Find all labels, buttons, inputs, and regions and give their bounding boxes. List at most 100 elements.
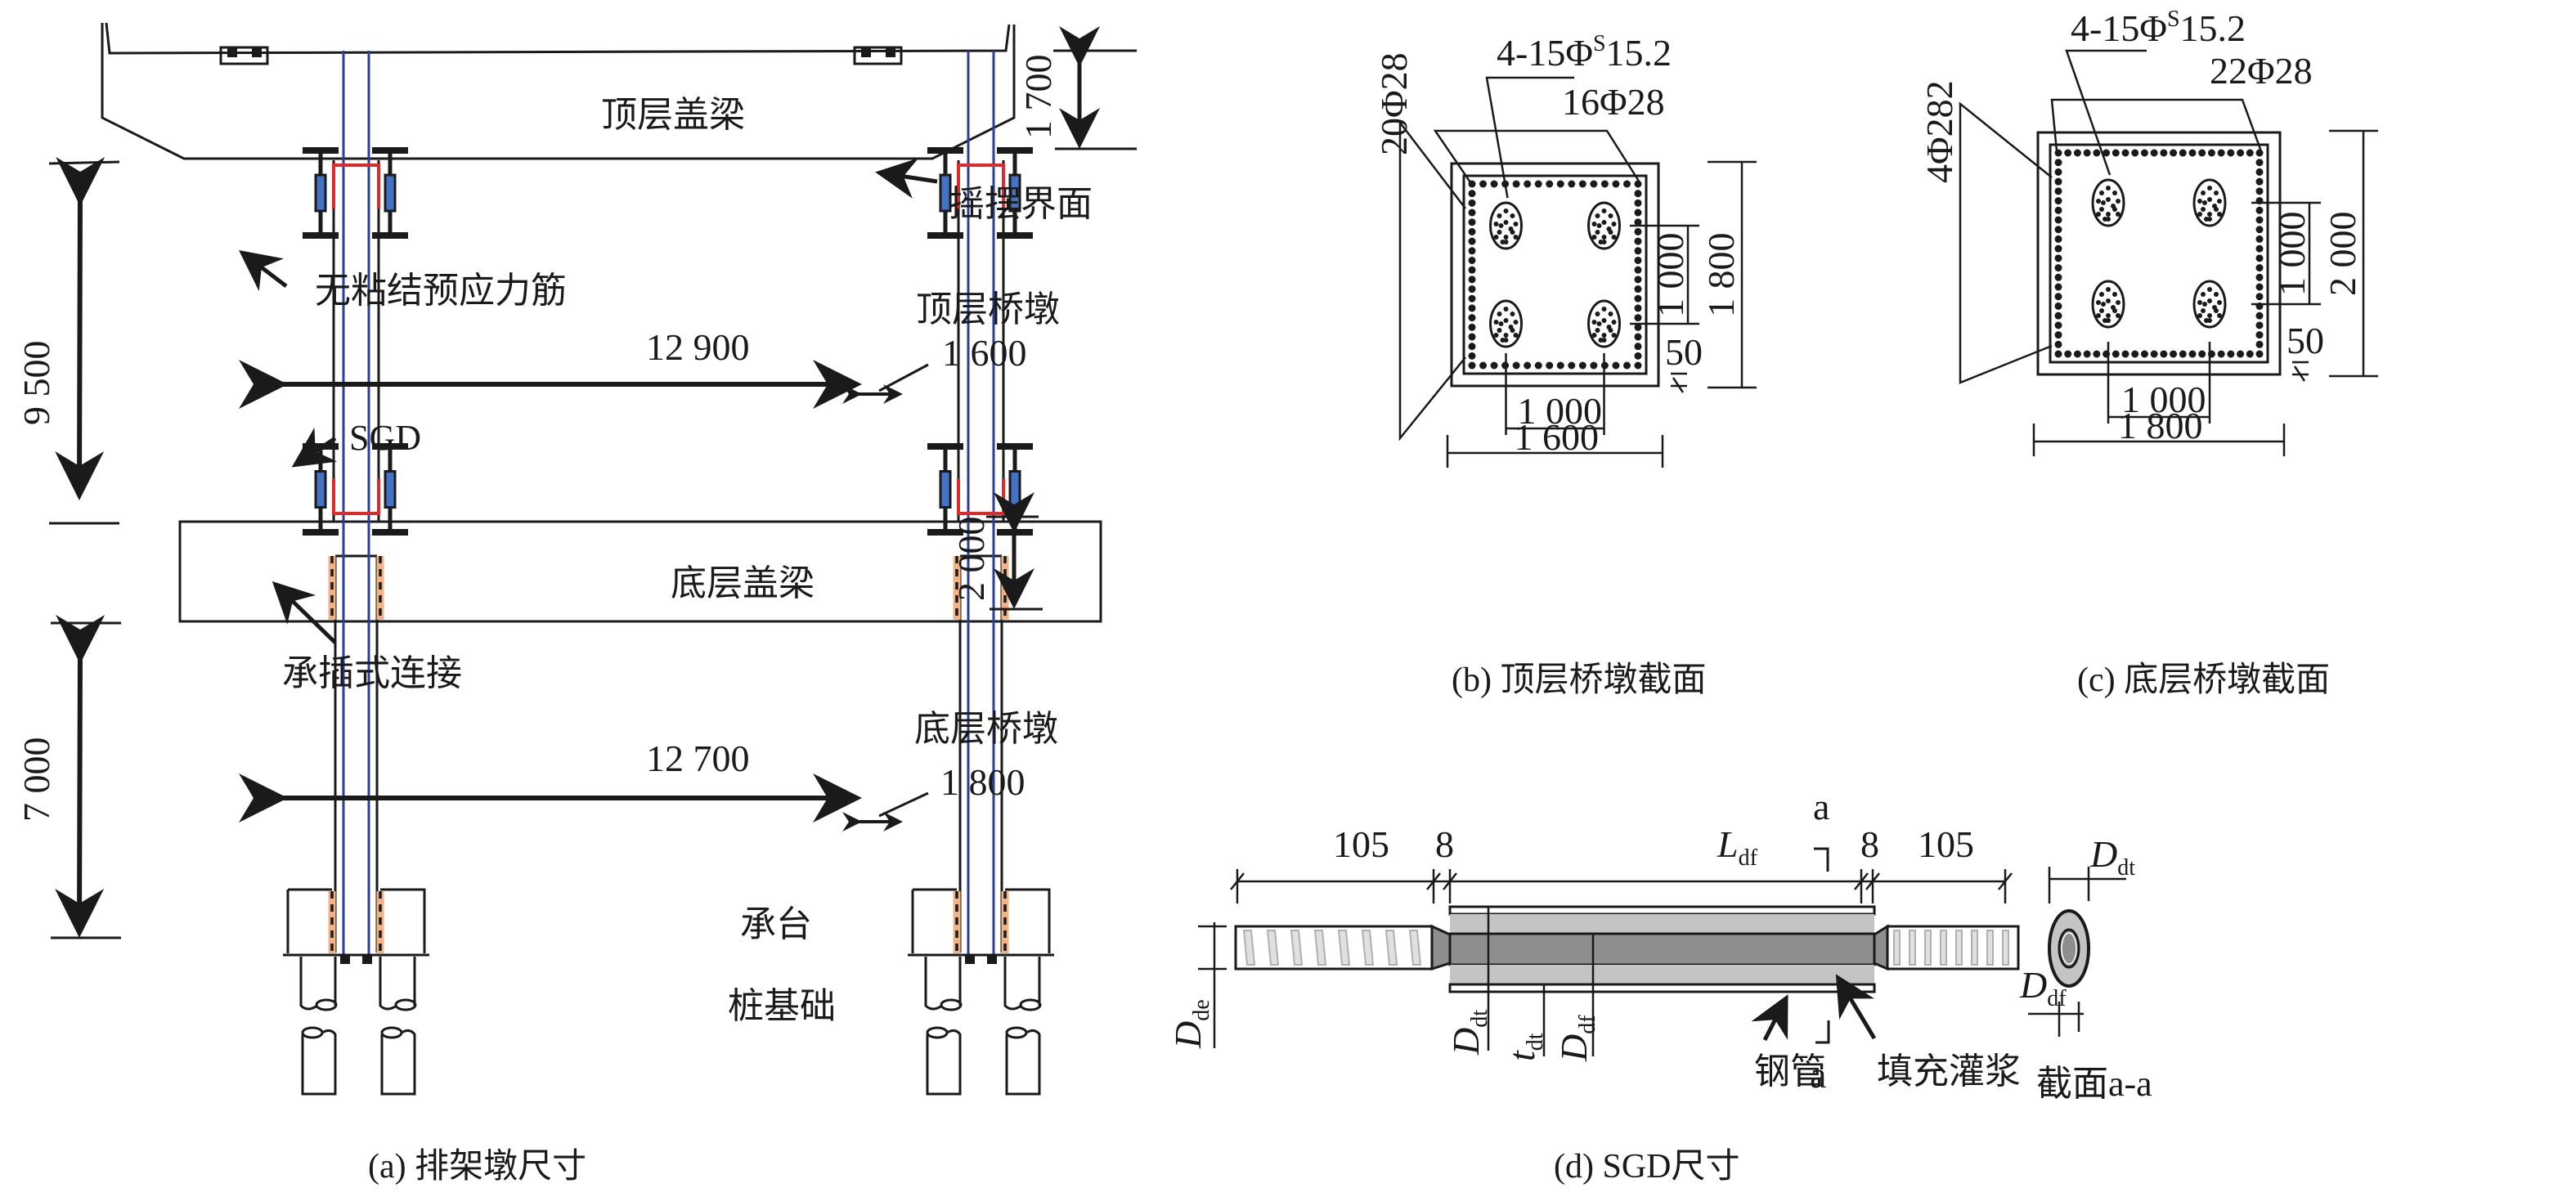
rebar — [2140, 149, 2148, 157]
dim-height-label: 2 000 — [2322, 212, 2363, 297]
rebar — [1468, 323, 1476, 331]
rebar — [2054, 177, 2062, 186]
dim-bottom-height: 7 000 — [16, 737, 57, 823]
rebar — [2140, 350, 2148, 358]
rebar — [2054, 216, 2062, 224]
rebar — [2073, 149, 2081, 157]
rebar — [2198, 149, 2206, 157]
rebar — [2255, 340, 2264, 348]
dim-cover-label: 50 — [2287, 320, 2324, 361]
rebar — [2255, 331, 2264, 339]
rebar — [2083, 350, 2091, 358]
rebar — [1468, 343, 1476, 351]
thread — [1266, 930, 1280, 966]
label-top-pier: 顶层桥墩 — [916, 289, 1060, 330]
dim-right-taper: 8 — [1860, 823, 1879, 865]
dim-inner-v-label: 1 000 — [2271, 212, 2313, 297]
rebar — [1634, 208, 1642, 217]
rebar-top-label: 16Φ28 — [1562, 81, 1665, 123]
rebar — [1490, 361, 1498, 370]
arrow-grout — [1835, 974, 1877, 1040]
dim-inner-h-label: 1 000 — [1518, 390, 1603, 432]
rebar — [2054, 321, 2062, 330]
dim-cover-label: 50 — [1665, 331, 1703, 373]
pile — [379, 957, 417, 1096]
rebar — [1634, 294, 1642, 303]
rebar — [1634, 237, 1642, 245]
label-bottom-pier: 底层桥墩 — [914, 709, 1058, 749]
rebar — [1556, 361, 1564, 370]
caption-panel-a: (a) 排架墩尺寸 — [368, 1148, 586, 1186]
label-sgd: SGD — [349, 418, 421, 458]
rebar — [1468, 227, 1476, 235]
rebar — [1479, 180, 1488, 188]
pile-cap — [286, 888, 426, 953]
rebar — [1622, 180, 1631, 188]
section-outline — [1450, 162, 1660, 388]
rebar — [2255, 226, 2264, 234]
rebar — [1634, 199, 1642, 207]
rebar — [2255, 159, 2264, 167]
tendon-duct — [1587, 201, 1621, 250]
rebar — [2246, 149, 2254, 157]
rebar — [1634, 304, 1642, 312]
tendon-duct — [2192, 280, 2227, 329]
rebar — [2255, 177, 2264, 186]
section-outline — [2036, 131, 2282, 376]
rebar — [1490, 180, 1498, 188]
rebar — [2255, 235, 2264, 243]
dim-top-span: 12 900 — [646, 326, 750, 368]
rebar-top-label: 22Φ28 — [2210, 50, 2313, 92]
label-t-dt: tdt — [1501, 1033, 1548, 1061]
rebar — [2131, 149, 2139, 157]
rebar — [2188, 350, 2197, 358]
pier-right — [908, 51, 1054, 1096]
tendon-leader — [2065, 49, 2147, 176]
rebar — [1622, 361, 1631, 370]
sgd-device — [303, 147, 339, 239]
rebar — [1468, 352, 1476, 360]
rebar — [2255, 273, 2264, 281]
rebar — [2054, 244, 2062, 253]
dim-bottom-pier-width: 1 800 — [940, 761, 1025, 803]
rebar — [2054, 331, 2062, 339]
rebar-side-leader — [1959, 101, 2053, 384]
rebar — [2255, 321, 2264, 330]
rebar — [2112, 350, 2120, 358]
rebar — [1634, 323, 1642, 331]
pile — [299, 957, 338, 1096]
sgd-device — [372, 443, 408, 536]
section-core — [2058, 928, 2080, 969]
rebar — [2255, 168, 2264, 176]
rebar — [2054, 283, 2062, 291]
rebar-leader — [1433, 129, 1641, 183]
stirrup-outline — [1462, 174, 1648, 375]
dim-inner-h-label: 1 000 — [2121, 379, 2206, 420]
rocking-interface-top — [957, 164, 1005, 208]
top-anchor-box-right — [853, 46, 903, 65]
dim-mid-length: Ldf — [1717, 823, 1758, 871]
rebar — [2054, 350, 2062, 358]
rebar — [2054, 159, 2062, 167]
rebar — [1634, 218, 1642, 226]
rebar — [1468, 361, 1476, 370]
rebar — [2179, 149, 2187, 157]
rebar — [1568, 361, 1576, 370]
rebar — [1468, 285, 1476, 294]
stirrup-outline — [2049, 143, 2269, 364]
caption-panel-b: (b) 顶层桥墩截面 — [1452, 661, 1706, 699]
rebar — [1568, 180, 1576, 188]
rebar-side-leader — [1398, 119, 1466, 442]
rebar — [2093, 350, 2101, 358]
thread — [1955, 930, 1963, 966]
rebar — [2255, 293, 2264, 301]
tendon-duct — [1489, 201, 1523, 250]
tendon-duct — [2091, 280, 2125, 329]
label-d-dt: Ddt — [1445, 1010, 1492, 1056]
rebar — [2054, 235, 2062, 243]
rocking-interface-top — [332, 164, 380, 208]
section-mark-top: a — [1813, 786, 1829, 827]
bottom-cap-beam — [178, 520, 1102, 623]
